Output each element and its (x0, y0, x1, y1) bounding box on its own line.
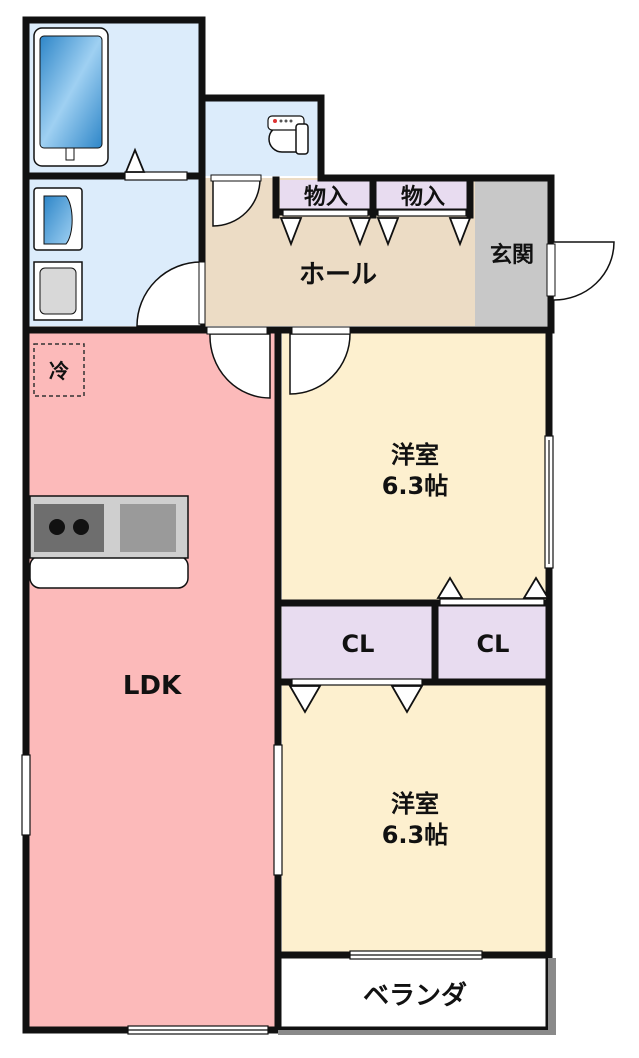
storage-2-label: 物入 (401, 184, 445, 210)
bedroom-bottom-area (282, 684, 548, 952)
washbasin-icon (33, 187, 83, 251)
hall-door (212, 178, 261, 227)
fridge-label: 冷 (49, 359, 69, 383)
balcony-rail (548, 958, 556, 1034)
bedroom-bottom-name: 洋室 (391, 790, 439, 818)
entrance-label: 玄関 (490, 242, 534, 268)
bedroom-top-name: 洋室 (391, 441, 439, 469)
ldk-label: LDK (123, 671, 182, 701)
sink-icon (120, 504, 176, 552)
ldk-bedroom-slide (273, 744, 283, 876)
balcony-label: ベランダ (363, 980, 467, 1011)
washing-machine-icon (33, 261, 83, 321)
bathtub-icon (33, 27, 109, 167)
storage-1-area (280, 180, 370, 210)
windows (21, 171, 554, 1035)
toilet-icon (267, 115, 309, 155)
closet-left-label: CL (342, 630, 375, 658)
bath-slide (124, 171, 188, 181)
doors (136, 178, 615, 399)
balcony-rail-bottom (278, 1030, 556, 1035)
washroom-door (136, 261, 202, 327)
ldk-door (209, 333, 271, 399)
ldk-west-window (21, 754, 31, 836)
kitchen-counter (29, 495, 189, 589)
balcony-area (282, 958, 548, 1030)
entrance-door (552, 241, 615, 301)
hall-label: ホール (299, 260, 377, 290)
closet-right-label: CL (477, 630, 510, 658)
bedroom-top-size: 6.3帖 (382, 472, 449, 500)
bedroom-bottom-size: 6.3帖 (382, 821, 449, 849)
entrance-area (475, 178, 549, 326)
closet-right-area (438, 605, 548, 680)
slide-triangles (124, 147, 550, 714)
storage-2-area (376, 180, 468, 210)
stove-icon (34, 504, 104, 552)
ldk-area (26, 330, 276, 1032)
bedroom-door (289, 333, 351, 395)
closet-left-area (282, 605, 432, 680)
storage-1-label: 物入 (304, 184, 348, 210)
fridge-space (33, 343, 85, 397)
